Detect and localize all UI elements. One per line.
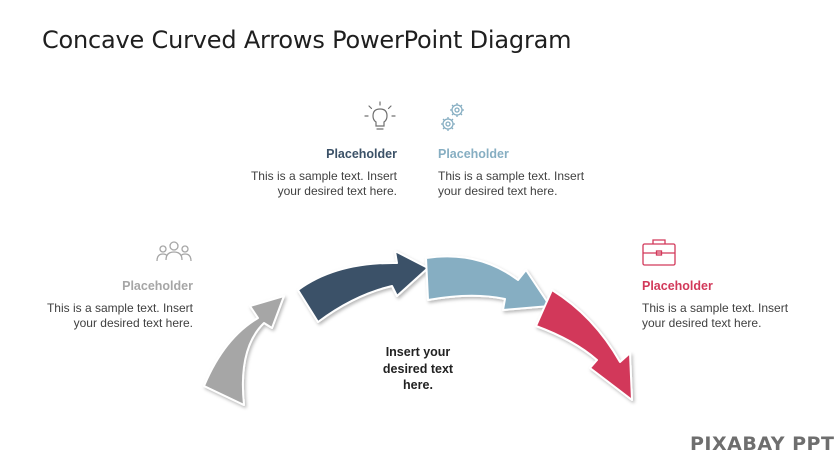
arrow-lightblue xyxy=(425,255,551,311)
block-right: Placeholder This is a sample text. Inser… xyxy=(642,279,802,332)
slide-title: Concave Curved Arrows PowerPoint Diagram xyxy=(42,26,572,54)
block-top-left-body: This is a sample text. Insert your desir… xyxy=(250,168,397,199)
block-right-body: This is a sample text. Insert your desir… xyxy=(642,300,789,331)
center-note: Insert your desired text here. xyxy=(382,345,454,392)
arrow-navy xyxy=(297,250,429,323)
block-top-left-heading: Placeholder xyxy=(326,147,397,161)
block-top-right-heading: Placeholder xyxy=(438,147,509,161)
block-right-heading: Placeholder xyxy=(642,279,713,293)
block-left: Placeholder This is a sample text. Inser… xyxy=(40,279,193,332)
block-top-right-body: This is a sample text. Insert your desir… xyxy=(438,168,585,199)
block-top-left: Placeholder This is a sample text. Inser… xyxy=(244,147,397,200)
block-top-right: Placeholder This is a sample text. Inser… xyxy=(438,147,598,200)
people-icon xyxy=(156,241,192,262)
arrow-gray xyxy=(203,295,285,406)
arrow-red xyxy=(535,289,633,401)
gears-icon xyxy=(441,103,464,131)
brand-watermark: PIXABAY PPT xyxy=(690,433,835,455)
block-left-heading: Placeholder xyxy=(122,279,193,293)
block-left-body: This is a sample text. Insert your desir… xyxy=(46,300,193,331)
briefcase-icon xyxy=(642,239,676,266)
lightbulb-icon xyxy=(364,101,396,130)
